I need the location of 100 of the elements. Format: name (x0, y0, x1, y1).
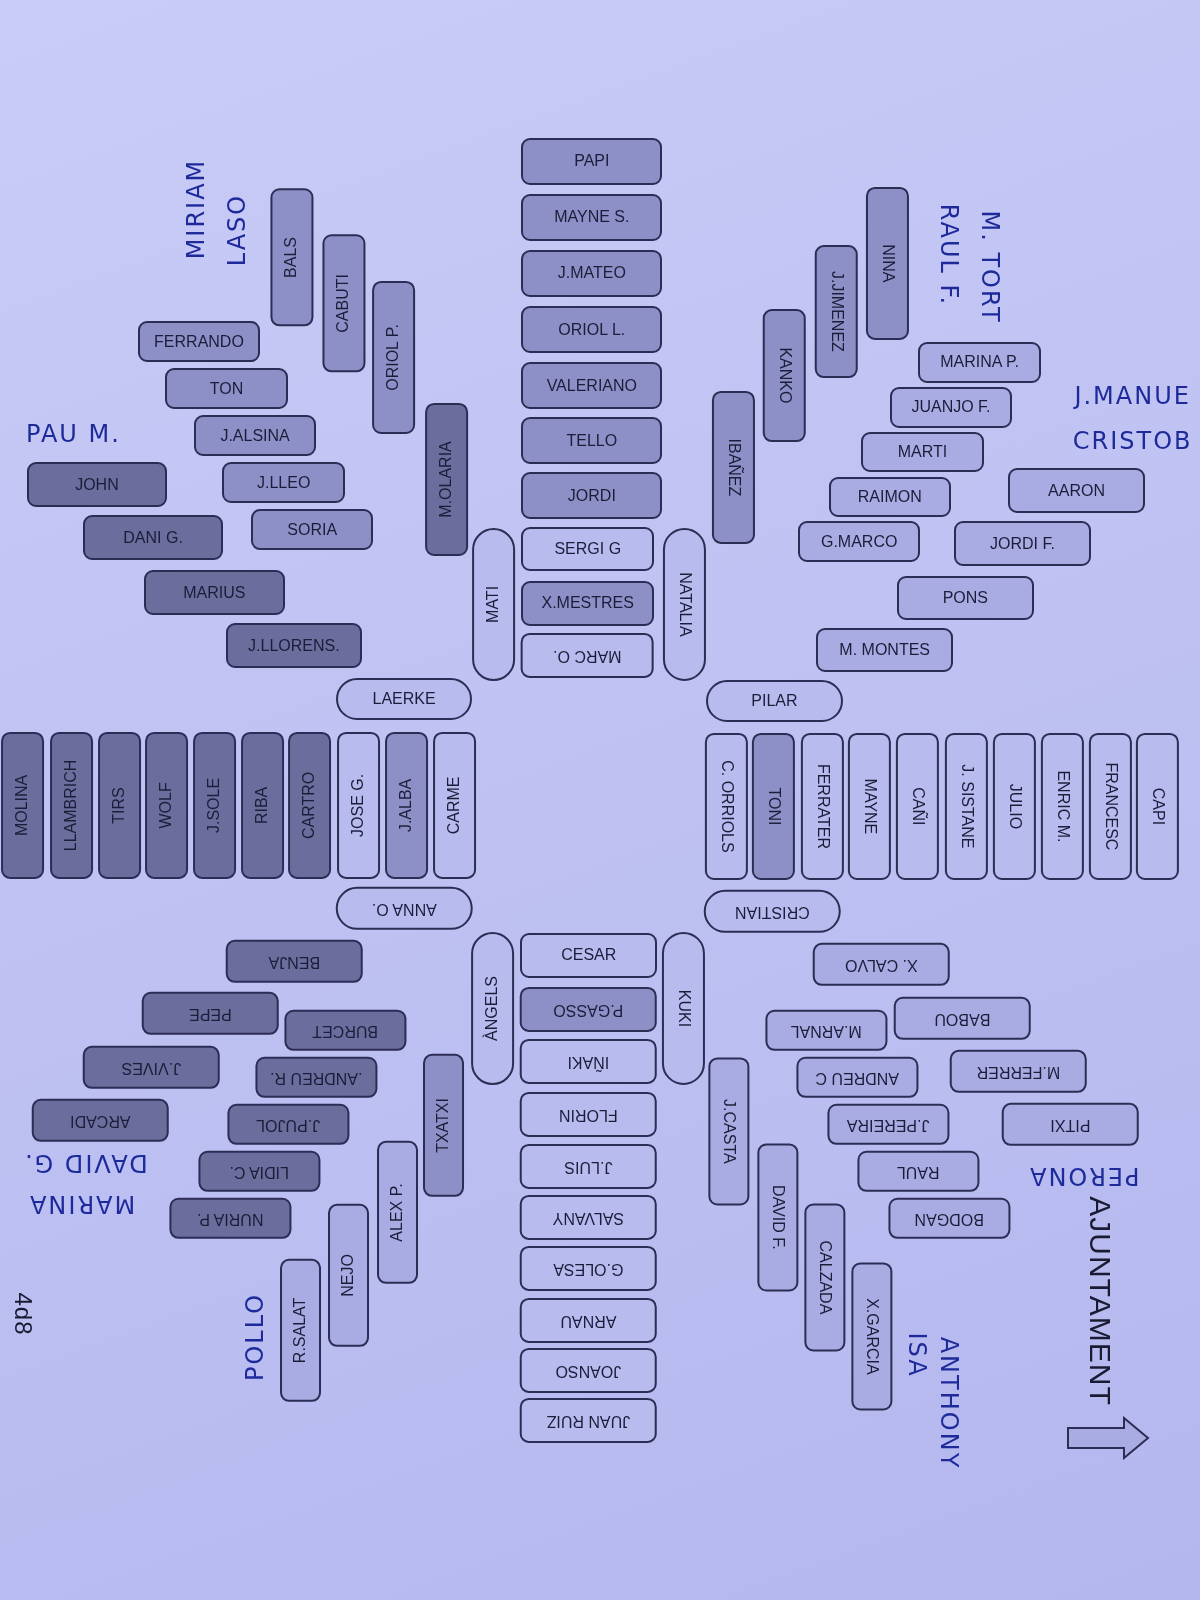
position-box (801, 732, 844, 880)
position-box (50, 731, 93, 879)
person-name: J.ALSINA (220, 426, 290, 445)
person-name: MARTI (897, 443, 948, 462)
handwritten-note: POLLO (241, 1292, 270, 1381)
person-name: J.VIVES (121, 1058, 181, 1077)
person-name: WOLF (157, 782, 176, 829)
position-box (866, 186, 910, 340)
person-name: PEPE (188, 1004, 232, 1023)
printed-note: AJUNTAMENT (1083, 1196, 1117, 1406)
position-box (520, 1347, 658, 1393)
person-name: J.LLORENS. (248, 636, 340, 655)
position-box (144, 731, 188, 879)
position-box (1088, 732, 1132, 880)
person-name: R.SALAT (291, 1297, 309, 1364)
position-box (520, 1397, 658, 1443)
person-name: M.FERRER (976, 1062, 1061, 1081)
person-name: CARTRO (300, 771, 319, 839)
position-box (1002, 1103, 1139, 1146)
person-name: ÀNGELS (483, 975, 502, 1041)
person-name: JORDI (567, 486, 616, 505)
position-box (662, 931, 706, 1085)
position-box (521, 472, 663, 520)
person-name: RAIMON (857, 487, 922, 506)
position-box (520, 1038, 658, 1084)
person-name: CABUTI (334, 273, 353, 333)
person-name: BABOU (934, 1009, 991, 1028)
position-box (520, 1297, 658, 1343)
position-box (887, 1197, 1011, 1239)
position-box (521, 193, 663, 241)
position-box (432, 731, 476, 879)
handwritten-note: PAU M. (26, 419, 121, 448)
person-name: BENJA (268, 952, 320, 971)
person-name: TELLO (566, 431, 618, 450)
person-name: BODGAN (914, 1209, 984, 1228)
handwritten-note: LASO (222, 193, 251, 266)
position-box (82, 1045, 220, 1089)
person-name: J.ALBA (397, 778, 416, 832)
position-box (712, 390, 756, 544)
person-name: TIRS (110, 786, 129, 824)
person-name: MAYNE (860, 778, 879, 834)
position-box (251, 509, 374, 550)
position-box (944, 732, 988, 880)
person-name: J.CASTA (719, 1099, 738, 1164)
person-name: NURIA P. (197, 1209, 264, 1228)
person-name: JULIO (1005, 783, 1024, 829)
position-box (270, 188, 314, 326)
position-box (521, 137, 663, 185)
position-box (165, 368, 288, 410)
position-box (472, 527, 516, 681)
position-box (521, 306, 663, 354)
person-name: TXATXI (434, 1098, 453, 1153)
person-name: LIDIA C. (229, 1162, 289, 1181)
position-box (169, 1197, 292, 1239)
position-box (520, 1091, 658, 1137)
person-name: JOHN (75, 475, 119, 494)
person-name: CESAR (561, 946, 617, 965)
person-name: J.PUJOL (255, 1115, 320, 1134)
person-name: NINA (878, 244, 897, 283)
person-name: NATALIA (675, 571, 694, 637)
position-box (255, 1057, 378, 1098)
position-box (335, 677, 473, 721)
person-name: SALVANY (553, 1208, 625, 1227)
position-box (222, 462, 345, 504)
person-name: P.GASSO (553, 1000, 624, 1019)
position-box (893, 996, 1031, 1040)
position-box (521, 580, 655, 626)
handwritten-note: CRISTOB (1072, 426, 1193, 455)
person-name: LLAMBRICH (62, 759, 81, 851)
person-name: MARINA P. (940, 353, 1019, 372)
position-box (521, 362, 663, 410)
person-name: DAVID F. (768, 1185, 787, 1250)
position-box (816, 627, 954, 673)
person-name: ENRIC M. (1053, 770, 1072, 843)
position-box (376, 1140, 418, 1284)
position-box (141, 991, 279, 1035)
person-name: JOSE G. (349, 773, 368, 837)
person-name: VALERIANO (546, 376, 638, 395)
position-box (226, 1104, 349, 1145)
position-box (896, 575, 1034, 621)
person-name: KANKO (775, 347, 794, 404)
person-name: KUKI (674, 989, 693, 1027)
person-name: SORIA (287, 520, 338, 539)
person-name: DANI G. (123, 528, 183, 547)
position-box (425, 403, 469, 557)
position-box (521, 526, 655, 572)
position-box (336, 731, 380, 879)
person-name: IBAÑEZ (724, 438, 743, 497)
position-box (143, 570, 285, 616)
position-box (192, 731, 236, 879)
person-name: MARIUS (183, 583, 246, 602)
position-box (706, 679, 843, 723)
person-name: FERRANDO (154, 332, 244, 351)
printed-note: 4d8 (8, 1292, 37, 1336)
position-box (752, 732, 795, 880)
position-box (663, 527, 707, 681)
person-name: J.PEREIRA (846, 1115, 930, 1134)
person-name: CARME (445, 776, 464, 834)
position-box (815, 244, 859, 378)
position-box (322, 234, 366, 372)
